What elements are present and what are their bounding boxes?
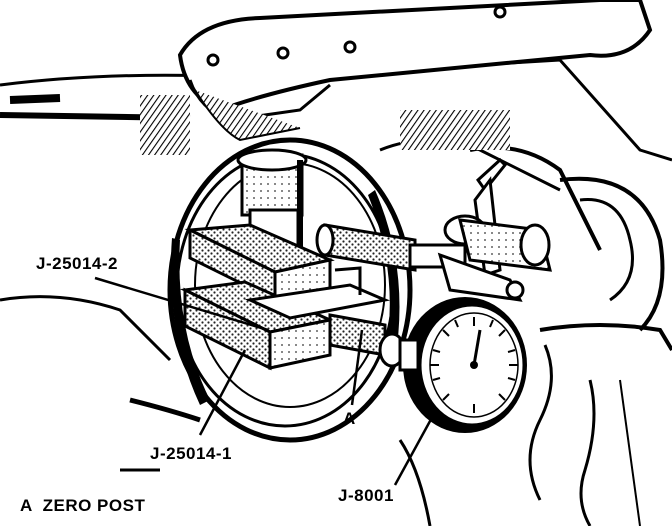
label-a-marker: A bbox=[343, 409, 356, 428]
housing-shadow bbox=[140, 95, 190, 155]
leader-lines bbox=[94, 276, 437, 486]
housing-shadow-2 bbox=[400, 110, 510, 150]
flange-rim-shadow bbox=[170, 238, 210, 405]
overhead-arm bbox=[177, 0, 653, 142]
gauge-block-stack bbox=[179, 223, 391, 371]
legend-zero-post: A ZERO POST bbox=[20, 496, 146, 515]
label-j-25014-1: J-25014-1 bbox=[150, 444, 233, 463]
indicator-clamp bbox=[437, 157, 552, 302]
label-j-25014-2: J-25014-2 bbox=[36, 254, 119, 273]
dial-indicator bbox=[398, 297, 527, 433]
flange-right-shadow bbox=[368, 190, 400, 360]
label-j-8001: J-8001 bbox=[338, 486, 394, 505]
zero-post bbox=[315, 223, 467, 368]
